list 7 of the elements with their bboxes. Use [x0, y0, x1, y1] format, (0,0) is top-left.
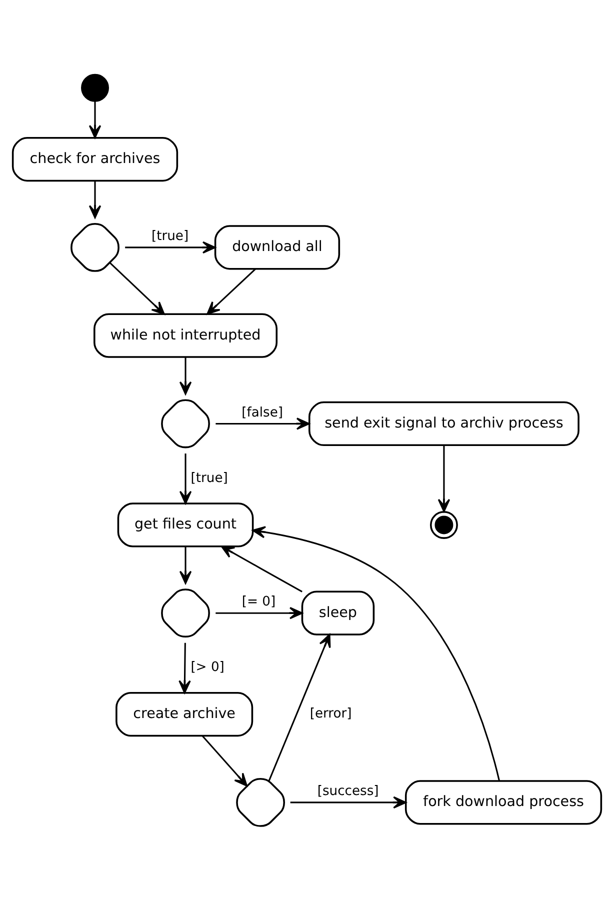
edge-label: [> 0] — [190, 660, 224, 675]
edge-label: [true] — [151, 228, 189, 244]
edge-label: [false] — [242, 404, 284, 420]
edge-label: [success] — [317, 784, 379, 799]
edge-label: [error] — [310, 706, 352, 722]
edge-label: [= 0] — [242, 594, 276, 610]
edge-label: [true] — [190, 470, 228, 486]
